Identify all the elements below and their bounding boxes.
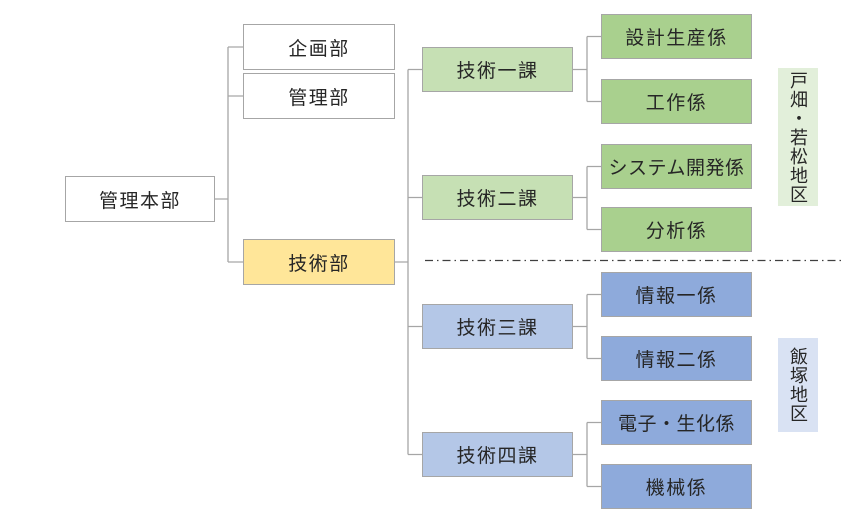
- org-node-machining-unit[interactable]: 工作係: [601, 79, 752, 124]
- org-node-admin-dept[interactable]: 管理部: [243, 73, 395, 119]
- org-node-info-1-unit[interactable]: 情報一係: [601, 272, 752, 317]
- org-node-tech-section-4[interactable]: 技術四課: [422, 432, 573, 477]
- org-node-electronics-biochem-unit[interactable]: 電子・生化係: [601, 400, 752, 445]
- org-node-design-production-unit[interactable]: 設計生産係: [601, 14, 752, 59]
- region-label-iizuka[interactable]: 飯塚地区: [778, 338, 818, 432]
- org-node-info-2-unit[interactable]: 情報二係: [601, 336, 752, 381]
- org-node-planning-dept[interactable]: 企画部: [243, 24, 395, 70]
- org-node-tech-section-3[interactable]: 技術三課: [422, 304, 573, 349]
- org-node-tech-section-1[interactable]: 技術一課: [422, 47, 573, 92]
- region-label-tobata-wakamatsu[interactable]: 戸畑・若松地区: [778, 68, 818, 206]
- org-node-machinery-unit[interactable]: 機械係: [601, 464, 752, 509]
- org-node-tech-section-2[interactable]: 技術二課: [422, 175, 573, 220]
- org-node-system-dev-unit[interactable]: システム開発係: [601, 144, 752, 189]
- org-node-management-hq[interactable]: 管理本部: [65, 176, 215, 222]
- org-node-analysis-unit[interactable]: 分析係: [601, 207, 752, 252]
- org-node-engineering-dept[interactable]: 技術部: [243, 239, 395, 285]
